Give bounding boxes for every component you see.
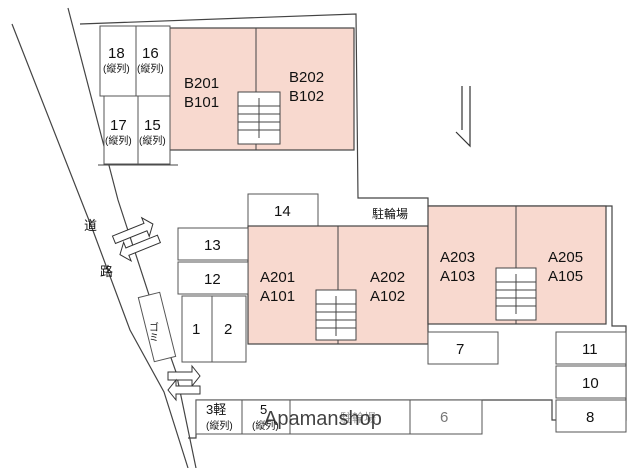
parking-block-bottom: [195, 399, 483, 435]
unit-label-b202: B202: [289, 69, 324, 86]
north-arrow-icon: [455, 86, 471, 148]
parking-5-sub: (縦列): [252, 419, 279, 432]
parking-16-sub: (縦列): [137, 62, 164, 75]
unit-label-a102: A102: [370, 288, 405, 305]
parking-5: 5: [260, 402, 267, 417]
entrance-arrow-icon: [167, 364, 201, 402]
parking-2: 2: [224, 321, 232, 338]
parking-1: 1: [192, 321, 200, 338]
watermark: Apamanshop: [264, 408, 382, 430]
unit-label-a101: A101: [260, 288, 295, 305]
unit-label-a205: A205: [548, 249, 583, 266]
parking-14-box: [247, 193, 319, 227]
staircase-a1-icon: [315, 289, 357, 341]
garbage-box: [137, 291, 177, 363]
road-edge-left: [11, 23, 189, 468]
garbage-label: ゴミ: [147, 321, 158, 342]
parking-10: 10: [582, 375, 599, 392]
bicycle-parking-faint: 駐輪場: [340, 410, 376, 425]
parking-3-sub: (縦列): [206, 419, 233, 432]
parking-block-c: [555, 331, 627, 433]
parking-17-sub: (縦列): [105, 134, 132, 147]
parking-17: 17: [110, 117, 127, 134]
parking-18: 18: [108, 45, 125, 62]
parking-11: 11: [582, 341, 598, 358]
parking-3: 3軽: [206, 402, 226, 417]
unit-label-a103: A103: [440, 268, 475, 285]
bicycle-parking-label: 駐輪場: [372, 206, 408, 221]
road-label-1: 道: [84, 218, 97, 233]
unit-label-a203: A203: [440, 249, 475, 266]
parking-block-a: [177, 227, 249, 363]
parking-8: 8: [586, 409, 594, 426]
parking-14: 14: [274, 203, 291, 220]
parking-18-sub: (縦列): [103, 62, 130, 75]
parking-7-box: [427, 331, 499, 365]
parking-13: 13: [204, 237, 221, 254]
parking-12: 12: [204, 271, 221, 288]
unit-label-b201: B201: [184, 75, 219, 92]
parking-15-sub: (縦列): [139, 134, 166, 147]
entrance-arrow-icon: [111, 216, 162, 263]
unit-label-a202: A202: [370, 269, 405, 286]
staircase-b-icon: [237, 91, 281, 145]
staircase-a2-icon: [495, 267, 537, 321]
unit-label-a201: A201: [260, 269, 295, 286]
road-label-2: 路: [100, 264, 113, 279]
parking-15: 15: [144, 117, 161, 134]
unit-label-a105: A105: [548, 268, 583, 285]
parking-16: 16: [142, 45, 159, 62]
parking-7: 7: [456, 341, 464, 358]
parking-6: 6: [440, 409, 448, 426]
unit-label-b102: B102: [289, 88, 324, 105]
parking-block-b: [99, 25, 171, 165]
unit-label-b101: B101: [184, 94, 219, 111]
